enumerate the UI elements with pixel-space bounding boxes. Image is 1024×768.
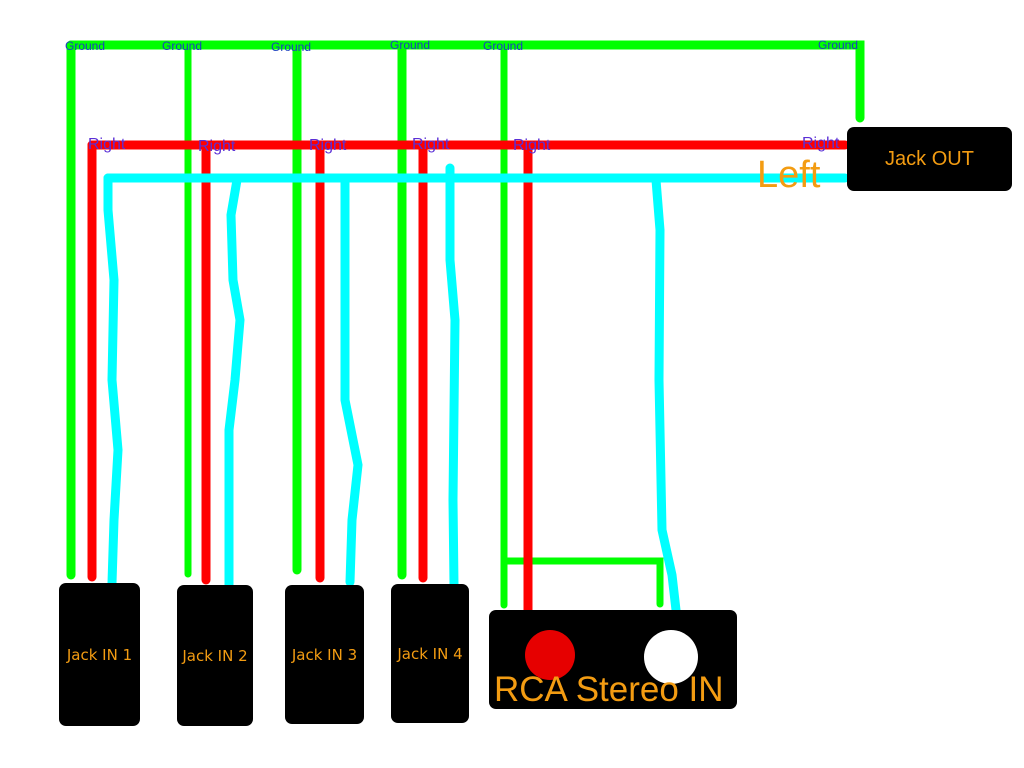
ground-bus (66, 40, 865, 123)
ground-label: Ground (483, 39, 524, 53)
right-label: Right (513, 137, 551, 154)
ground-wires (66, 40, 865, 609)
left-wire-2 (224, 175, 245, 590)
left-wires (103, 163, 850, 615)
left-wire-1 (103, 173, 123, 588)
right-label: Right (88, 136, 126, 153)
left-wire-3 (340, 175, 363, 587)
ground-label: Ground (818, 38, 859, 52)
left-wire-4 (445, 163, 460, 590)
right-label: Right (412, 136, 450, 153)
rca-right-socket-icon (644, 630, 698, 684)
left-label: Left (757, 154, 821, 196)
rca-label: RCA Stereo IN (494, 670, 724, 709)
left-wire-rca (651, 175, 681, 615)
jack-in-4: Jack IN 4 (391, 584, 469, 723)
ground-wire-rca (500, 41, 664, 609)
ground-label: Ground (271, 40, 312, 54)
jack-in-3: Jack IN 3 (285, 585, 364, 724)
ground-label: Ground (390, 38, 431, 52)
jack-in-2: Jack IN 2 (177, 585, 253, 726)
right-label: Right (198, 138, 236, 155)
right-label: Right (309, 137, 347, 154)
rca-stereo-in: RCA Stereo IN (489, 610, 737, 709)
rca-left-socket-icon (525, 630, 575, 680)
jack-out: Jack OUT (847, 127, 1012, 191)
jack-in-1: Jack IN 1 (59, 583, 140, 726)
ground-label: Ground (65, 39, 106, 53)
right-label: Right (802, 135, 840, 152)
right-wires (87, 140, 850, 612)
ground-label: Ground (162, 39, 203, 53)
